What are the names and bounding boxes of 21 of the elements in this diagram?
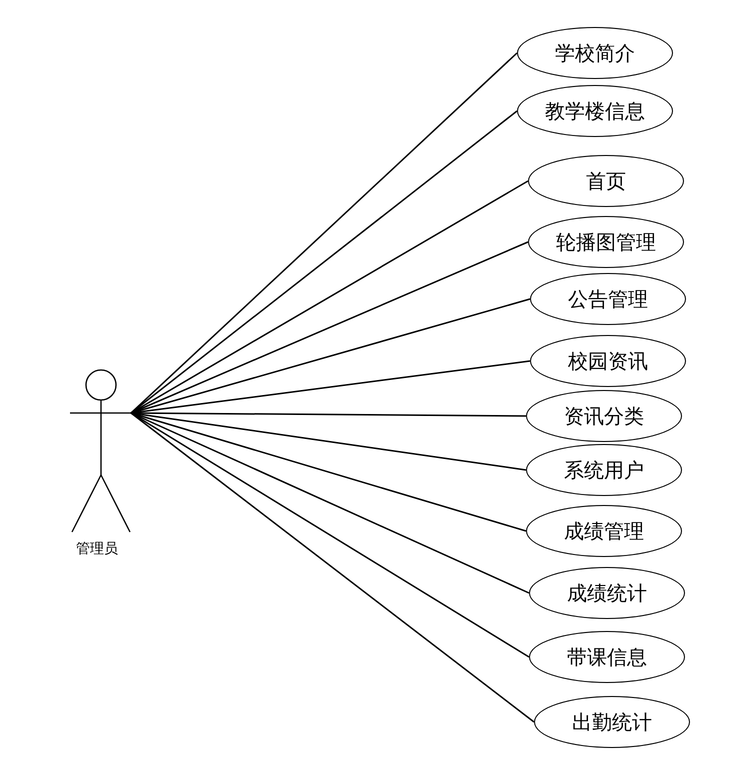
use-case-ellipse: 系统用户 — [526, 444, 682, 496]
use-case-ellipse: 资讯分类 — [526, 390, 682, 442]
actor-label: 管理员 — [76, 540, 118, 558]
association-line — [130, 241, 528, 414]
association-line — [130, 110, 518, 414]
use-case-ellipse: 教学楼信息 — [517, 85, 673, 137]
association-line — [130, 412, 526, 532]
use-case-ellipse: 校园资讯 — [530, 335, 686, 387]
association-line — [130, 180, 528, 414]
association-line — [130, 52, 518, 414]
use-case-ellipse: 轮播图管理 — [528, 216, 684, 268]
use-case-ellipse: 公告管理 — [530, 273, 686, 325]
use-case-ellipse: 首页 — [528, 155, 684, 207]
use-case-ellipse: 学校简介 — [517, 27, 673, 79]
use-case-ellipse: 成绩管理 — [526, 505, 682, 557]
use-case-ellipse: 带课信息 — [529, 631, 685, 683]
association-line — [130, 412, 534, 723]
use-case-ellipse: 成绩统计 — [529, 567, 685, 619]
association-line — [130, 412, 530, 658]
use-case-ellipse: 出勤统计 — [534, 696, 690, 748]
association-line — [130, 412, 530, 594]
